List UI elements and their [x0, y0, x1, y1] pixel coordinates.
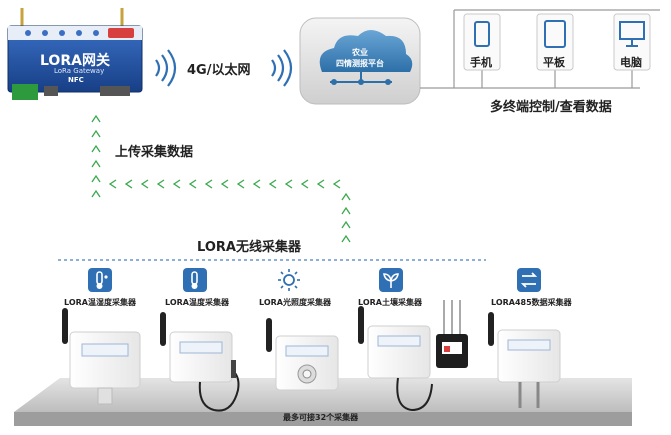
collector-badge-3 [278, 269, 300, 291]
multi-terminal-label: 多终端控制/查看数据 [490, 100, 612, 115]
terminal-label-computer: 电脑 [620, 56, 642, 69]
sprout-icon [383, 273, 399, 288]
gateway-subtitle: LoRa Gateway [54, 67, 105, 75]
collector-badge-2 [183, 268, 207, 292]
tablet-icon [544, 20, 566, 48]
wireless-signal-icon-right [271, 49, 293, 87]
platform-note: 最多可接32个采集器 [283, 413, 359, 422]
collector-device-4 [358, 300, 468, 412]
collector-label-1: LORA温湿度采集器 [64, 298, 136, 307]
upload-data-arrows [91, 114, 351, 243]
collector-label-3: LORA光照度采集器 [259, 298, 331, 307]
terminal-label-phone: 手机 [470, 56, 492, 69]
terminal-phone [463, 13, 501, 71]
gateway-nfc-label: NFC [68, 76, 84, 84]
collector-device-1 [62, 308, 141, 405]
lora-gateway-device [7, 8, 143, 100]
collector-badge-4 [379, 268, 403, 292]
exchange-arrows-icon [520, 272, 538, 288]
wireless-signal-icon [155, 49, 177, 87]
collector-badge-5 [517, 268, 541, 292]
section-title: LORA无线采集器 [197, 240, 301, 255]
terminal-computer [613, 13, 651, 71]
collector-label-4: LORA土壤采集器 [358, 298, 422, 307]
terminal-tablet [536, 13, 574, 71]
collector-label-2: LORA温度采集器 [165, 298, 229, 307]
cloud-text-line1: 农业 [352, 48, 368, 57]
collector-badge-1 [88, 268, 112, 292]
gateway-title: LORA网关 [40, 53, 110, 69]
phone-icon [474, 21, 490, 47]
collector-platform [14, 378, 632, 426]
terminal-label-tablet: 平板 [543, 56, 565, 69]
upload-label: 上传采集数据 [115, 145, 194, 160]
network-label: 4G/以太网 [187, 63, 251, 78]
sun-icon [283, 274, 295, 286]
cloud-platform-icon [299, 17, 421, 105]
collector-device-3 [266, 318, 339, 391]
collector-device-5 [488, 312, 561, 408]
terminal-connector-lines [420, 9, 660, 89]
collector-label-5: LORA485数据采集器 [491, 298, 572, 307]
collector-device-2 [160, 312, 240, 412]
cloud-text-line2: 四情测报平台 [336, 59, 384, 68]
